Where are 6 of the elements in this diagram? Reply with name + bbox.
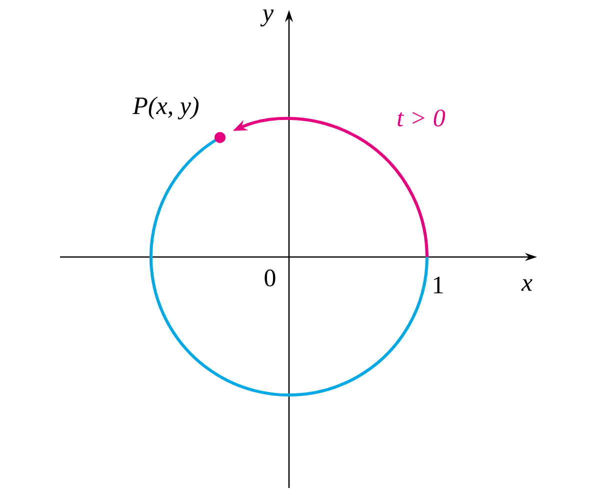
axis-label: y bbox=[260, 10, 274, 26]
axis-label: x bbox=[521, 279, 532, 291]
axis-label: t > 0 bbox=[398, 110, 446, 126]
axis-label: 1 bbox=[434, 276, 443, 294]
axis-label: P(x, y) bbox=[132, 96, 199, 120]
axis-label: 0 bbox=[264, 270, 276, 286]
